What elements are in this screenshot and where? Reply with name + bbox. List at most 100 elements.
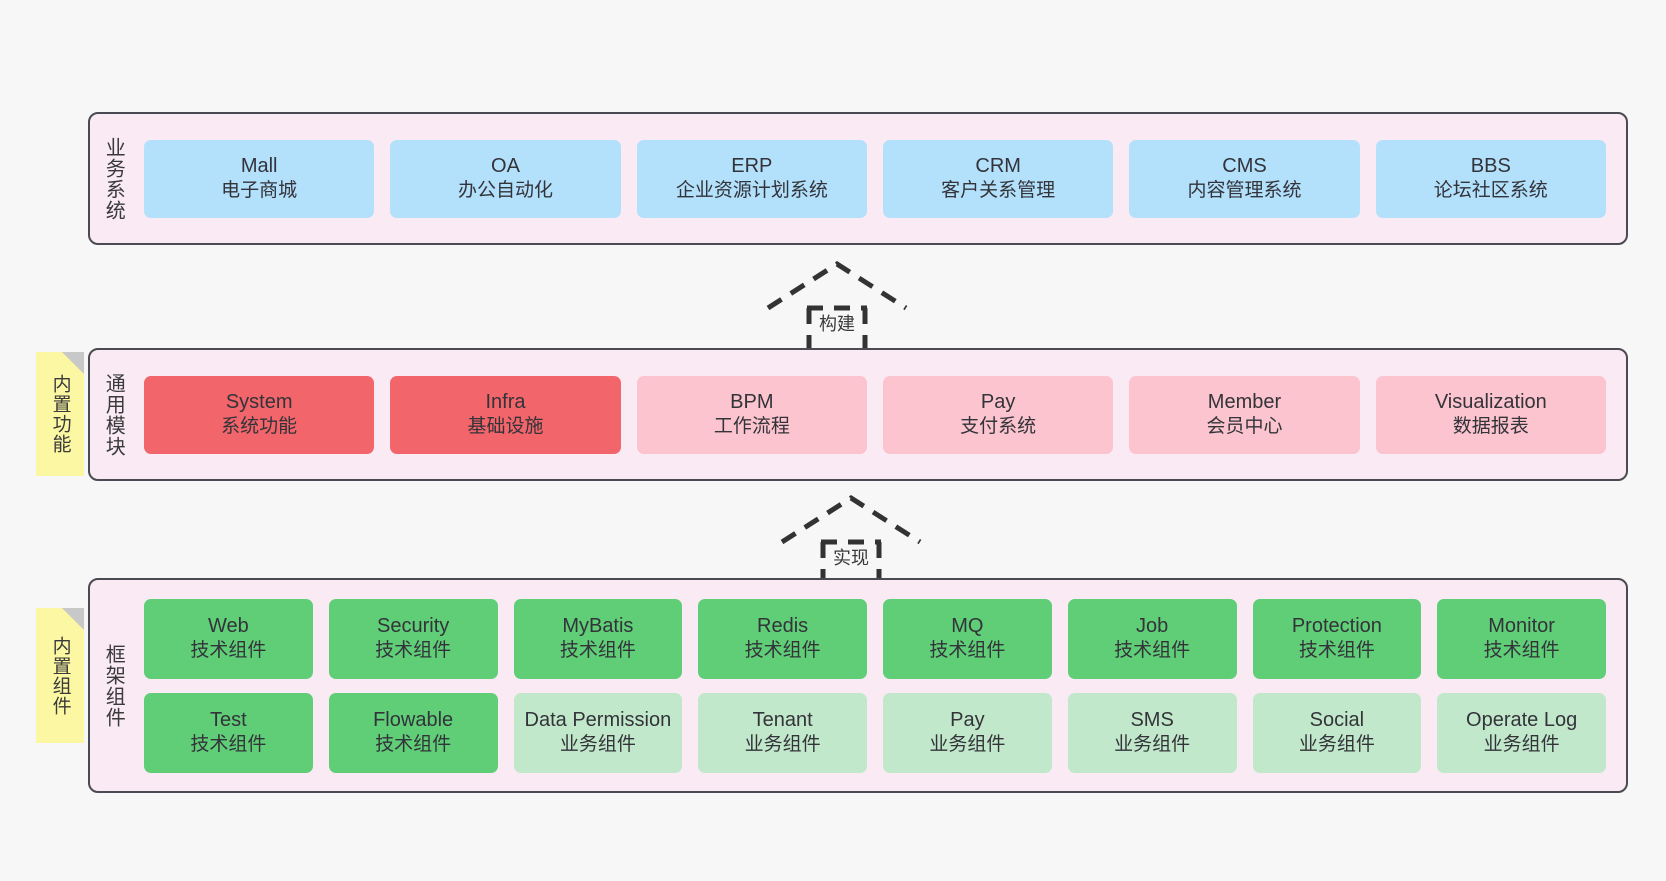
card-title: Pay: [950, 708, 985, 731]
layer-body-framework-components: Web 技术组件 Security 技术组件 MyBatis 技术组件 Redi…: [136, 580, 1626, 791]
card-subtitle: 办公自动化: [457, 180, 553, 202]
dashed-generalization-arrow-icon: [780, 495, 922, 588]
card-social[interactable]: Social 业务组件: [1252, 692, 1422, 773]
card-test[interactable]: Test 技术组件: [144, 692, 313, 773]
card-job[interactable]: Job 技术组件: [1067, 598, 1237, 679]
card-subtitle: 业务组件: [929, 734, 1006, 756]
card-title: MyBatis: [562, 614, 634, 637]
card-title: SMS: [1130, 708, 1174, 731]
card-subtitle: 会员中心: [1206, 416, 1283, 438]
card-row: Test 技术组件 Flowable 技术组件 Data Permission …: [144, 692, 1606, 773]
card-infra[interactable]: Infra 基础设施: [390, 375, 621, 454]
sticky-note-label: 内置功能: [49, 374, 71, 454]
card-title: Operate Log: [1466, 708, 1578, 731]
layer-common-modules: 通用模块 System 系统功能 Infra 基础设施 BPM 工作流程 Pay…: [88, 348, 1628, 481]
card-title: Monitor: [1488, 614, 1555, 637]
card-title: Visualization: [1434, 390, 1547, 413]
card-bpm[interactable]: BPM 工作流程: [636, 375, 867, 454]
card-erp[interactable]: ERP 企业资源计划系统: [636, 139, 867, 218]
card-operate-log[interactable]: Operate Log 业务组件: [1437, 692, 1606, 773]
card-subtitle: 系统功能: [221, 416, 298, 438]
card-subtitle: 技术组件: [375, 640, 452, 662]
card-subtitle: 技术组件: [559, 640, 636, 662]
card-subtitle: 业务组件: [1483, 734, 1560, 756]
card-redis[interactable]: Redis 技术组件: [698, 598, 867, 679]
card-title: Tenant: [752, 708, 813, 731]
card-subtitle: 客户关系管理: [941, 180, 1056, 202]
card-title: Test: [210, 708, 247, 731]
sticky-note-builtin-components: 内置组件: [36, 608, 84, 743]
card-pay-module[interactable]: Pay 支付系统: [882, 375, 1114, 454]
layer-business-systems: 业务系统 Mall 电子商城 OA 办公自动化 ERP 企业资源计划系统 CRM…: [88, 112, 1628, 245]
card-title: System: [225, 390, 293, 413]
dashed-generalization-arrow-icon: [766, 261, 908, 354]
card-title: Pay: [980, 390, 1016, 413]
card-cms[interactable]: CMS 内容管理系统: [1129, 139, 1360, 218]
connector-label-build: 构建: [819, 314, 855, 334]
sticky-note-builtin-features: 内置功能: [36, 352, 84, 476]
card-subtitle: 业务组件: [1114, 734, 1191, 756]
card-security[interactable]: Security 技术组件: [328, 598, 498, 679]
card-subtitle: 技术组件: [190, 640, 267, 662]
card-web[interactable]: Web 技术组件: [144, 598, 313, 679]
card-row: Mall 电子商城 OA 办公自动化 ERP 企业资源计划系统 CRM 客户关系…: [144, 139, 1606, 218]
card-mybatis[interactable]: MyBatis 技术组件: [513, 598, 683, 679]
layer-framework-components: 框架组件 Web 技术组件 Security 技术组件 MyBatis 技术组件…: [88, 578, 1628, 793]
card-title: Web: [207, 614, 249, 637]
card-title: BPM: [730, 390, 774, 413]
card-member[interactable]: Member 会员中心: [1129, 375, 1360, 454]
card-oa[interactable]: OA 办公自动化: [390, 139, 621, 218]
card-title: Social: [1309, 708, 1365, 731]
card-title: ERP: [731, 154, 773, 177]
card-subtitle: 技术组件: [929, 640, 1006, 662]
card-subtitle: 技术组件: [1298, 640, 1375, 662]
card-subtitle: 技术组件: [1114, 640, 1191, 662]
layer-body-business-systems: Mall 电子商城 OA 办公自动化 ERP 企业资源计划系统 CRM 客户关系…: [136, 114, 1626, 243]
card-title: BBS: [1470, 154, 1511, 177]
card-title: Flowable: [373, 708, 454, 731]
card-subtitle: 数据报表: [1452, 416, 1529, 438]
layer-label-common-modules: 通用模块: [102, 372, 125, 457]
card-row: Web 技术组件 Security 技术组件 MyBatis 技术组件 Redi…: [144, 598, 1606, 679]
card-system[interactable]: System 系统功能: [144, 375, 375, 454]
card-subtitle: 企业资源计划系统: [675, 180, 828, 202]
card-monitor[interactable]: Monitor 技术组件: [1437, 598, 1606, 679]
card-subtitle: 论坛社区系统: [1433, 180, 1548, 202]
card-flowable[interactable]: Flowable 技术组件: [328, 692, 498, 773]
connector-label-implement: 实现: [833, 548, 869, 568]
connector-implement: 实现: [776, 492, 926, 588]
card-row: System 系统功能 Infra 基础设施 BPM 工作流程 Pay 支付系统…: [144, 375, 1606, 454]
card-subtitle: 技术组件: [1483, 640, 1560, 662]
layer-body-common-modules: System 系统功能 Infra 基础设施 BPM 工作流程 Pay 支付系统…: [136, 350, 1626, 479]
card-subtitle: 电子商城: [221, 180, 298, 202]
card-data-permission[interactable]: Data Permission 业务组件: [513, 692, 683, 773]
card-title: Protection: [1291, 614, 1382, 637]
card-pay-component[interactable]: Pay 业务组件: [883, 692, 1052, 773]
card-subtitle: 技术组件: [375, 734, 452, 756]
card-tenant[interactable]: Tenant 业务组件: [698, 692, 867, 773]
card-crm[interactable]: CRM 客户关系管理: [882, 139, 1114, 218]
card-title: Infra: [485, 390, 526, 413]
sticky-note-label: 内置组件: [49, 635, 71, 716]
card-subtitle: 技术组件: [744, 640, 821, 662]
connector-build: 构建: [762, 258, 912, 354]
card-title: CRM: [975, 154, 1021, 177]
card-sms[interactable]: SMS 业务组件: [1067, 692, 1237, 773]
card-visualization[interactable]: Visualization 数据报表: [1375, 375, 1606, 454]
card-bbs[interactable]: BBS 论坛社区系统: [1375, 139, 1606, 218]
card-title: Job: [1136, 614, 1169, 637]
card-title: Mall: [240, 154, 278, 177]
card-title: MQ: [951, 614, 984, 637]
card-subtitle: 业务组件: [1298, 734, 1375, 756]
card-subtitle: 工作流程: [713, 416, 790, 438]
card-subtitle: 业务组件: [744, 734, 821, 756]
card-protection[interactable]: Protection 技术组件: [1252, 598, 1422, 679]
card-subtitle: 技术组件: [190, 734, 267, 756]
card-mq[interactable]: MQ 技术组件: [883, 598, 1052, 679]
card-mall[interactable]: Mall 电子商城: [144, 139, 375, 218]
card-title: CMS: [1222, 154, 1267, 177]
card-subtitle: 业务组件: [559, 734, 636, 756]
card-subtitle: 基础设施: [467, 416, 544, 438]
card-title: Member: [1207, 390, 1282, 413]
card-title: Data Permission: [524, 708, 672, 731]
